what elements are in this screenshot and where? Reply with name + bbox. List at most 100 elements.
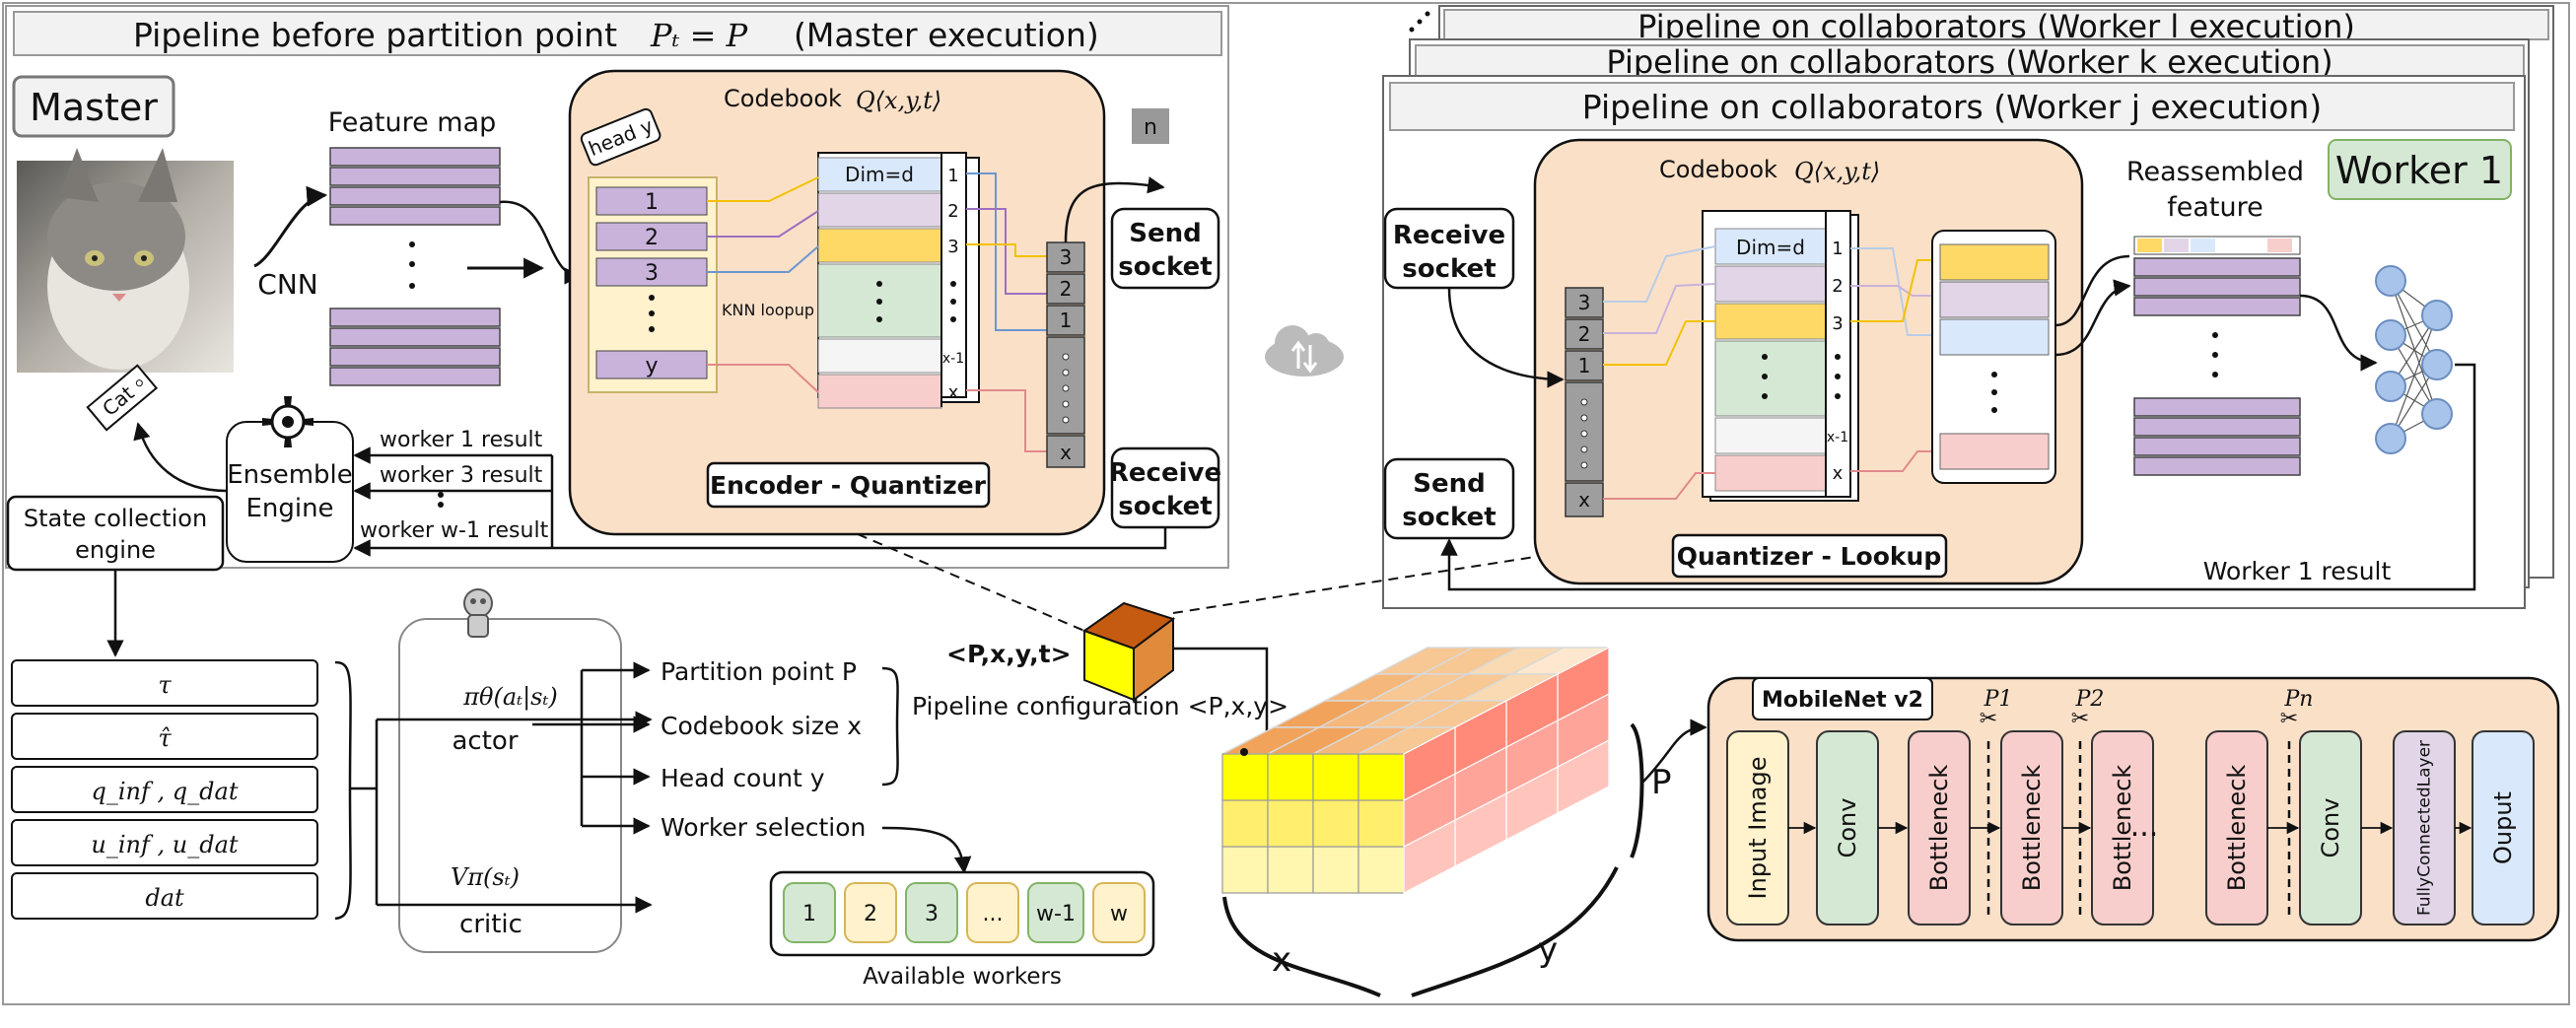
cat-image <box>17 148 234 373</box>
svg-text:x: x <box>948 382 959 403</box>
action-partition: Partition point P <box>661 657 857 686</box>
cube-front-cell <box>1221 753 1269 801</box>
svg-text:Dim=d: Dim=d <box>1736 236 1805 259</box>
partition-label: P1 <box>1984 687 2013 712</box>
mobilenet-block-label: Bottleneck <box>2018 765 2046 892</box>
partition-formula: Pₜ = P <box>650 17 748 54</box>
partition-label: P2 <box>2075 687 2105 712</box>
mobilenet-block-label: Ouput <box>2489 791 2517 864</box>
feature-map-top <box>329 147 501 226</box>
svg-text:2: 2 <box>864 902 877 926</box>
state-u: u_inf , u_dat <box>91 831 238 858</box>
svg-text:socket: socket <box>1402 503 1496 532</box>
quantizer-lookup-label: Quantizer - Lookup <box>1677 542 1941 571</box>
codebook-label: Codebook <box>724 85 842 112</box>
n-tag-label: n <box>1144 115 1157 140</box>
p-to-mobilenet-arrow <box>1640 719 1707 785</box>
svg-text:w-1: w-1 <box>1036 902 1076 926</box>
mobilenet-title: MobileNet v2 <box>1762 688 1923 713</box>
scissors-icon: ✂ <box>2280 707 2298 731</box>
svg-text:3: 3 <box>1578 291 1591 314</box>
svg-text:3: 3 <box>947 237 958 257</box>
config-cube <box>1081 601 1176 702</box>
svg-text:Receive: Receive <box>1393 221 1505 250</box>
to-send-socket-arrow <box>1064 176 1165 243</box>
axis-y-label: y <box>1538 930 1558 970</box>
state-q: q_inf , q_dat <box>92 778 239 805</box>
svg-text:1: 1 <box>1060 308 1073 332</box>
rl-section: τ τ̂ q_inf , q_dat u_inf , u_dat dat πθ(… <box>11 570 1288 990</box>
worker-1-result: worker 1 result <box>380 428 543 452</box>
action-worker-selection: Worker selection <box>661 813 866 842</box>
worker-result-arrow <box>1440 363 2476 591</box>
worker-codebook-symbol: Q⟨x,y,t⟩ <box>1794 158 1880 185</box>
quantizer-lookup-box <box>1671 533 1948 579</box>
heads-ellipsis <box>649 295 655 332</box>
result-arrow-w1 <box>353 527 1167 557</box>
svg-text:socket: socket <box>1118 252 1212 282</box>
head-3 <box>595 257 708 287</box>
worker-w1-result: worker w-1 result <box>360 518 549 543</box>
cube-front-cell <box>1221 846 1269 894</box>
neural-net-icon <box>2375 265 2453 454</box>
worker-codebook-table: Dim=d 1 2 3 x-1 x <box>1702 210 1859 502</box>
worker-k-title: Pipeline on collaborators (Worker k exec… <box>1606 43 2332 81</box>
partition-label: Pn <box>2284 687 2314 712</box>
cnn-label: CNN <box>257 268 317 301</box>
action-heads: Head count y <box>661 764 825 792</box>
cube-front-cell <box>1221 799 1269 848</box>
mobilenet-ellipsis: ... <box>2130 809 2159 844</box>
cube-front-cell <box>1267 846 1314 894</box>
master-panel: Pipeline before partition point Pₜ = P (… <box>5 5 1229 572</box>
svg-text:x: x <box>1833 463 1844 484</box>
codebook-dots <box>876 281 956 322</box>
svg-text:2: 2 <box>947 201 958 222</box>
svg-text:socket: socket <box>1118 492 1212 521</box>
state-dat: dat <box>145 884 184 912</box>
state-brace <box>334 660 352 921</box>
agent-box <box>398 618 622 953</box>
cube-side-cell <box>1403 726 1456 801</box>
svg-text:socket: socket <box>1402 254 1496 284</box>
svg-text:x-1: x-1 <box>1827 430 1848 445</box>
svg-text:1: 1 <box>1832 239 1843 259</box>
reassembled-feature-bar <box>2133 236 2301 255</box>
state-tau: τ <box>158 671 172 699</box>
n-tag <box>1132 108 1169 144</box>
master-title-bar <box>13 11 1222 56</box>
feature-map-bottom <box>329 308 501 386</box>
svg-text:1: 1 <box>802 902 816 926</box>
pipeline-config-label: Pipeline configuration <P,x,y> <box>912 692 1288 720</box>
robot-icon <box>463 588 493 638</box>
svg-text:engine: engine <box>75 536 156 564</box>
stack-dots <box>1062 353 1070 424</box>
ensemble-engine-icon <box>262 396 313 447</box>
config-tuple: <P,x,y,t> <box>946 640 1072 668</box>
encoder-quantizer-box <box>706 461 991 509</box>
actor-label: actor <box>452 726 518 756</box>
svg-text:3: 3 <box>1060 245 1073 269</box>
worker-1-badge <box>2328 139 2512 200</box>
knn-label: KNN loopup <box>722 301 814 319</box>
dashed-left <box>857 533 1085 632</box>
receive-to-stack-arrow <box>1447 287 1565 388</box>
state-list: τ τ̂ q_inf , q_dat u_inf , u_dat dat <box>11 659 318 920</box>
reassembled-top-rows <box>2133 257 2301 316</box>
worker-chips: 1 2 3 ... w-1 w <box>783 882 1146 943</box>
master-label: Master <box>30 86 158 129</box>
reassembled-bottom-rows <box>2133 397 2301 476</box>
send-socket <box>1110 207 1220 290</box>
cube-front-cell <box>1312 799 1359 848</box>
svg-text:3: 3 <box>925 902 939 926</box>
dashed-right <box>1172 556 1536 614</box>
svg-text:1: 1 <box>947 166 958 186</box>
svg-text:3: 3 <box>1832 313 1843 334</box>
cloud-icon <box>1265 325 1344 377</box>
svg-text:1: 1 <box>1578 354 1591 377</box>
critic-symbol: Vπ(sₜ) <box>451 863 520 891</box>
mobilenet-block-label: Bottleneck <box>2223 765 2251 892</box>
svg-text:x-1: x-1 <box>942 351 964 367</box>
ensemble-to-cat-arrow <box>133 422 228 493</box>
encoder-quantizer-label: Encoder - Quantizer <box>710 471 987 500</box>
receive-socket-label: Receive <box>1109 458 1221 488</box>
